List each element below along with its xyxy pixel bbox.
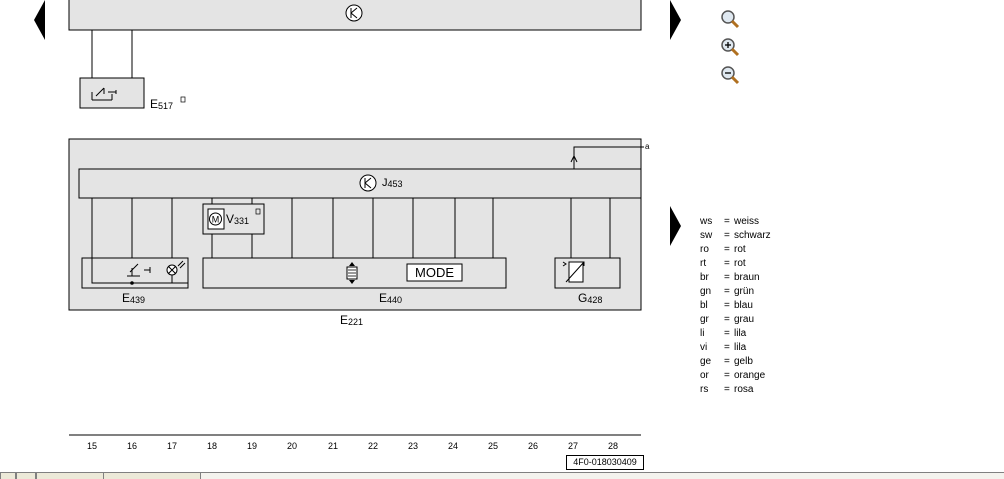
e439-lamp-icon [166,260,186,283]
tab-stub[interactable] [36,472,104,479]
color-legend: ws=weiss sw=schwarz ro=rot rt=rot br=bra… [700,215,771,397]
column-number: 25 [487,441,499,451]
legend-row: bl=blau [700,300,753,311]
g428-sensor-symbol [562,261,585,283]
g428-box [554,257,621,289]
motor-icon: M [207,208,225,230]
column-number: 27 [567,441,579,451]
motor-letter: M [212,215,220,225]
legend-row: sw=schwarz [700,230,771,241]
column-number: 26 [527,441,539,451]
legend-row: gn=grün [700,286,755,297]
connector-a-wire [573,146,644,169]
column-number: 18 [206,441,218,451]
column-numbers: 15 16 17 18 19 20 21 22 23 24 25 26 27 2… [0,441,650,455]
column-number: 15 [86,441,98,451]
legend-row: ws=weiss [700,216,760,227]
legend-arrow-icon[interactable] [670,206,681,246]
column-number: 20 [286,441,298,451]
document-number: 4F0-018030409 [566,455,644,470]
label-v331: V331 [226,212,250,226]
label-e517: E517 [150,97,174,111]
mode-button-box [406,263,463,282]
top-control-unit-symbol [345,4,363,22]
magnifier-icon[interactable] [719,8,741,30]
legend-row: li=lila [700,328,747,339]
next-page-arrow-icon[interactable] [670,0,681,40]
legend-row: or=orange [700,370,766,381]
scroll-wheel-icon [346,262,358,284]
label-e440: E440 [379,291,403,305]
legend-row: br=braun [700,272,760,283]
column-number: 19 [246,441,258,451]
e439-switch-symbol [127,263,151,277]
label-j453: J453 [382,177,403,189]
e517-switch-symbol [91,87,117,101]
legend-row: rt=rot [700,258,746,269]
tab-content-area [200,472,1004,479]
column-number: 16 [126,441,138,451]
tab-stub[interactable] [0,472,16,479]
legend-row: vi=lila [700,342,747,353]
legend-row: ge=gelb [700,356,753,367]
legend-row: gr=grau [700,314,755,325]
column-number: 24 [447,441,459,451]
tab-stub[interactable] [16,472,36,479]
e517-switch-box [79,77,145,109]
label-e439: E439 [122,291,146,305]
column-number: 23 [407,441,419,451]
wiring-diagram: M MODE [68,0,644,436]
label-g428: G428 [578,291,603,305]
column-number: 17 [166,441,178,451]
label-e221: E221 [340,313,364,327]
column-number: 21 [327,441,339,451]
column-number: 28 [607,441,619,451]
legend-row: ro=rot [700,244,746,255]
connector-a-label: a [645,142,650,151]
zoom-in-icon[interactable] [719,36,741,58]
mode-label: MODE [415,265,454,280]
column-number: 22 [367,441,379,451]
zoom-out-icon[interactable] [719,64,741,86]
legend-row: rs=rosa [700,384,754,395]
j453-symbol [359,174,377,192]
previous-page-arrow-icon[interactable] [34,0,45,40]
